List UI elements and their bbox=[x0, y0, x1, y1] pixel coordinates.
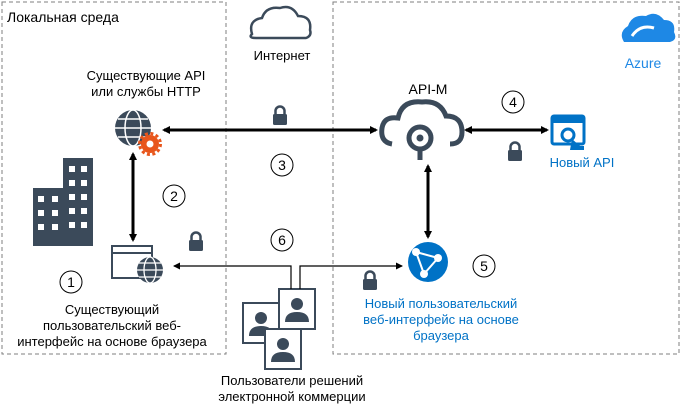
svg-text:6: 6 bbox=[278, 232, 286, 248]
new-ui-label-1: Новый пользовательский bbox=[365, 296, 518, 311]
svg-text:1: 1 bbox=[67, 274, 75, 290]
azure-cloud-icon bbox=[621, 13, 676, 42]
users-label-2: электронной коммерции bbox=[218, 389, 365, 404]
new-ui-webapp-icon bbox=[408, 242, 448, 282]
new-api-label: Новый API bbox=[550, 155, 615, 170]
step-badge-3: 3 bbox=[270, 153, 294, 177]
new-api-icon bbox=[550, 114, 586, 150]
step-badge-5: 5 bbox=[472, 254, 496, 278]
azure-zone bbox=[332, 1, 680, 355]
existing-ui-label-2: пользовательский веб- bbox=[43, 318, 181, 333]
lock-icon bbox=[271, 105, 289, 127]
azure-label: Azure bbox=[625, 55, 662, 71]
lock-icon bbox=[506, 141, 524, 163]
existing-api-label-1: Существующие API bbox=[87, 68, 206, 83]
connector-users-existingui bbox=[173, 262, 292, 289]
svg-text:4: 4 bbox=[509, 94, 517, 110]
onprem-zone bbox=[1, 1, 227, 355]
internet-label: Интернет bbox=[254, 48, 311, 63]
users-label-1: Пользователи решений bbox=[221, 373, 363, 388]
connector-users-newui bbox=[299, 262, 403, 289]
step-badge-2: 2 bbox=[162, 184, 186, 208]
existing-ui-browser-icon bbox=[111, 245, 163, 284]
existing-api-label-2: или службы HTTP bbox=[91, 84, 201, 99]
lock-icon bbox=[187, 231, 205, 253]
new-ui-label-3: браузера bbox=[413, 328, 470, 343]
svg-text:5: 5 bbox=[480, 258, 488, 274]
lock-icon bbox=[361, 270, 379, 292]
onprem-label: Локальная среда bbox=[7, 9, 119, 25]
existing-ui-label-1: Существующий bbox=[65, 302, 159, 317]
step-badge-6: 6 bbox=[270, 228, 294, 252]
svg-text:3: 3 bbox=[278, 157, 286, 173]
internet-cloud-icon bbox=[249, 5, 312, 40]
apim-cloud-icon bbox=[379, 99, 465, 160]
svg-text:2: 2 bbox=[170, 188, 178, 204]
building-icon bbox=[33, 158, 93, 246]
new-ui-label-2: веб-интерфейс на основе bbox=[363, 312, 519, 327]
users-icon bbox=[242, 288, 316, 370]
step-badge-1: 1 bbox=[59, 270, 83, 294]
step-badge-4: 4 bbox=[501, 90, 525, 114]
gear-icon bbox=[138, 132, 162, 156]
apim-label: API-M bbox=[409, 81, 448, 97]
existing-ui-label-3: интерфейс на основе браузера bbox=[17, 334, 207, 349]
